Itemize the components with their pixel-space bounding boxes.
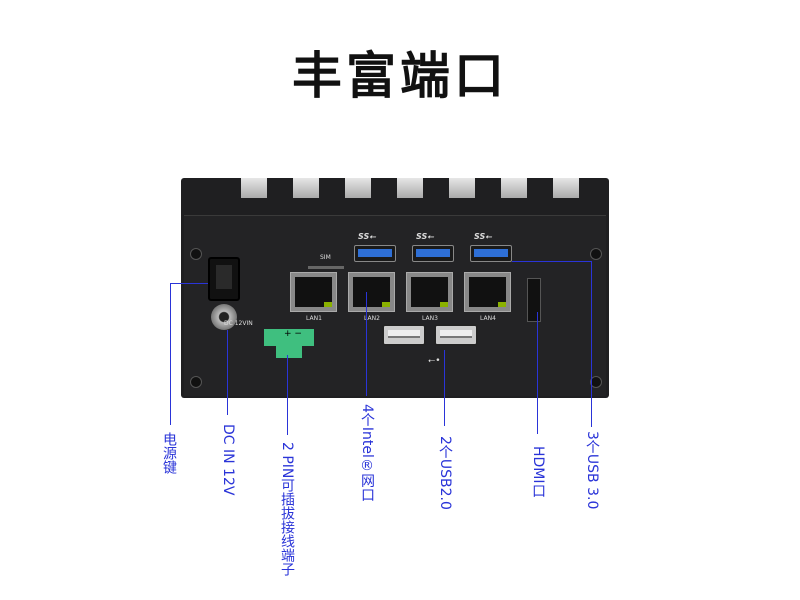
- usb2-port: [434, 324, 478, 346]
- callout-dc-in: DC IN 12V: [220, 424, 236, 496]
- hdmi-port: [527, 278, 541, 322]
- dc-label: DC 12VIN: [224, 320, 253, 327]
- lan-port: [290, 272, 337, 312]
- usb-logo: ⭠•: [428, 356, 441, 366]
- callout-usb2: 2个USB2.0: [437, 436, 453, 510]
- callout-lan: 4个Intel®网口: [359, 404, 375, 502]
- ss-logo: SS⭠: [358, 232, 376, 241]
- callout-terminal: 2 PIN可插拔接线端子: [279, 442, 295, 577]
- lan-port: [348, 272, 395, 312]
- lan1-label: LAN1: [306, 315, 322, 322]
- lan-port: [464, 272, 511, 312]
- usb3-port: [412, 245, 454, 262]
- lan2-label: LAN2: [364, 315, 380, 322]
- ss-logo: SS⭠: [474, 232, 492, 241]
- power-button: [208, 257, 240, 301]
- page-title: 丰富端口: [292, 47, 508, 105]
- usb3-port: [354, 245, 396, 262]
- dc-jack: [211, 304, 237, 330]
- sim-label: SIM: [320, 254, 331, 261]
- lan4-label: LAN4: [480, 315, 496, 322]
- callout-hdmi: HDMI口: [530, 446, 546, 498]
- usb3-port: [470, 245, 512, 262]
- lan-port: [406, 272, 453, 312]
- ss-logo: SS⭠: [416, 232, 434, 241]
- lan3-label: LAN3: [422, 315, 438, 322]
- sim-slot: [308, 266, 344, 269]
- terminal-block: + −: [264, 329, 314, 346]
- usb2-port: [382, 324, 426, 346]
- callout-power-button: 电源键: [161, 432, 177, 474]
- callout-usb3: 3个USB 3.0: [584, 431, 600, 510]
- mini-pc-front-panel: DC 12VIN + − SIM SS⭠ SS⭠ SS⭠ LAN1 LAN2 L…: [181, 178, 609, 398]
